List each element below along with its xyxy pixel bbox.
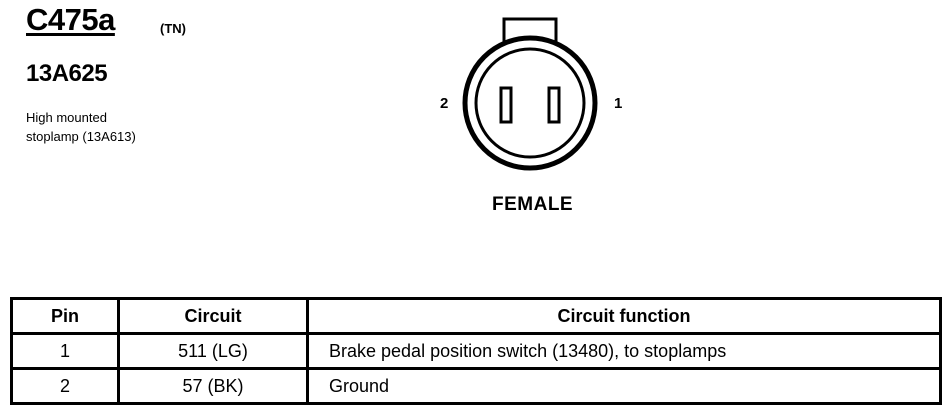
table-row: 1 511 (LG) Brake pedal position switch (… [10,332,942,370]
pin-2-cavity [499,86,513,124]
connector-id: C475a [26,2,115,37]
pin-label-2: 2 [440,95,448,112]
connector-color-code: (TN) [160,21,186,36]
cell-pin: 2 [10,367,120,405]
header-circuit-function: Circuit function [306,297,942,335]
pinout-table: Pin Circuit Circuit function 1 511 (LG) … [10,297,942,405]
description-line: High mounted [26,110,107,125]
header-pin: Pin [10,297,120,335]
cell-circuit: 511 (LG) [117,332,309,370]
pin-label-1: 1 [614,95,622,112]
connector-outer-ring [462,35,598,171]
connector-face-diagram: 2 1 [440,17,622,171]
cell-circuit: 57 (BK) [117,367,309,405]
connector-gender-label: FEMALE [492,194,574,215]
part-number: 13A625 [26,60,108,87]
pin-1-cavity [547,86,561,124]
connector-inner-ring [474,47,586,159]
description-line: stoplamp (13A613) [26,129,136,144]
connector-description: High mounted stoplamp (13A613) [26,108,226,146]
cell-circuit-function: Brake pedal position switch (13480), to … [306,332,942,370]
cell-circuit-function: Ground [306,367,942,405]
table-header-row: Pin Circuit Circuit function [10,297,942,335]
header-circuit: Circuit [117,297,309,335]
table-row: 2 57 (BK) Ground [10,367,942,405]
cell-pin: 1 [10,332,120,370]
